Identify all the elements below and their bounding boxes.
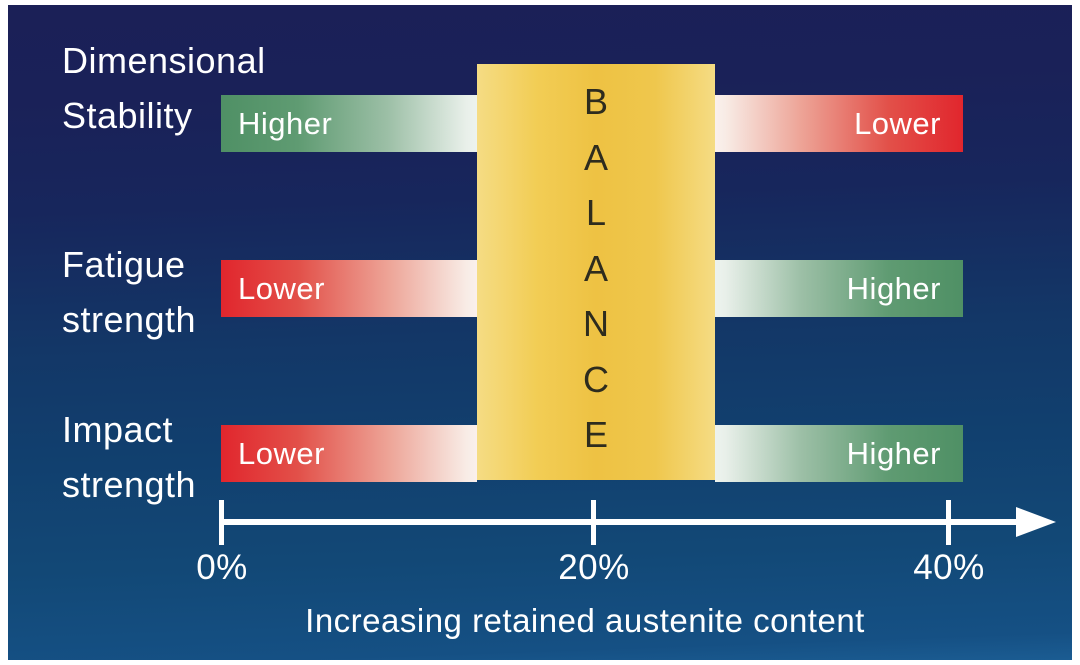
balance-letter: E [583, 414, 608, 455]
bar-impact-strength-right-higher: Higher [715, 425, 963, 482]
axis-tick-0 [219, 500, 224, 545]
balance-letter: A [583, 247, 608, 289]
axis-tick-40 [946, 500, 951, 545]
axis-tick-20 [591, 500, 596, 545]
arrow-right-icon [1016, 507, 1056, 537]
x-axis-line [223, 519, 1019, 525]
axis-tick-label-0: 0% [196, 548, 248, 587]
bar-fatigue-strength-left-lower: Lower [221, 260, 477, 317]
axis-tick-label-20: 20% [558, 548, 630, 587]
bar-label: Lower [238, 270, 325, 306]
balance-letter: A [583, 136, 608, 178]
row-label-line: Dimensional [62, 40, 266, 81]
x-axis-caption: Increasing retained austenite content [305, 602, 865, 639]
bar-label: Higher [238, 105, 333, 141]
row-label-impact-strength: Impact strength [62, 402, 196, 512]
bar-label: Higher [846, 270, 941, 306]
bar-fatigue-strength-right-higher: Higher [715, 260, 963, 317]
balance-letter: C [583, 358, 609, 400]
row-label-dimensional-stability: Dimensional Stability [62, 33, 266, 143]
bar-impact-strength-left-lower: Lower [221, 425, 477, 482]
bar-label: Lower [854, 105, 941, 141]
row-label-line: Impact [62, 409, 174, 450]
bar-label: Higher [846, 435, 941, 471]
balance-letter: N [583, 303, 609, 344]
bar-dimensional-stability-left-higher: Higher [221, 95, 477, 152]
diagram-background: Dimensional Stability Fatigue strength I… [8, 5, 1072, 660]
balance-letter: B [583, 81, 608, 122]
bar-label: Lower [238, 435, 325, 471]
row-label-line: Fatigue [62, 244, 186, 285]
row-label-fatigue-strength: Fatigue strength [62, 237, 196, 347]
balance-column: B A L A N C E [477, 64, 715, 480]
axis-tick-label-40: 40% [913, 548, 985, 587]
balance-letter: L [585, 192, 607, 233]
row-label-line: strength [62, 299, 197, 340]
row-label-line: strength [62, 464, 197, 505]
bar-dimensional-stability-right-lower: Lower [715, 95, 963, 152]
row-label-line: Stability [62, 95, 193, 136]
